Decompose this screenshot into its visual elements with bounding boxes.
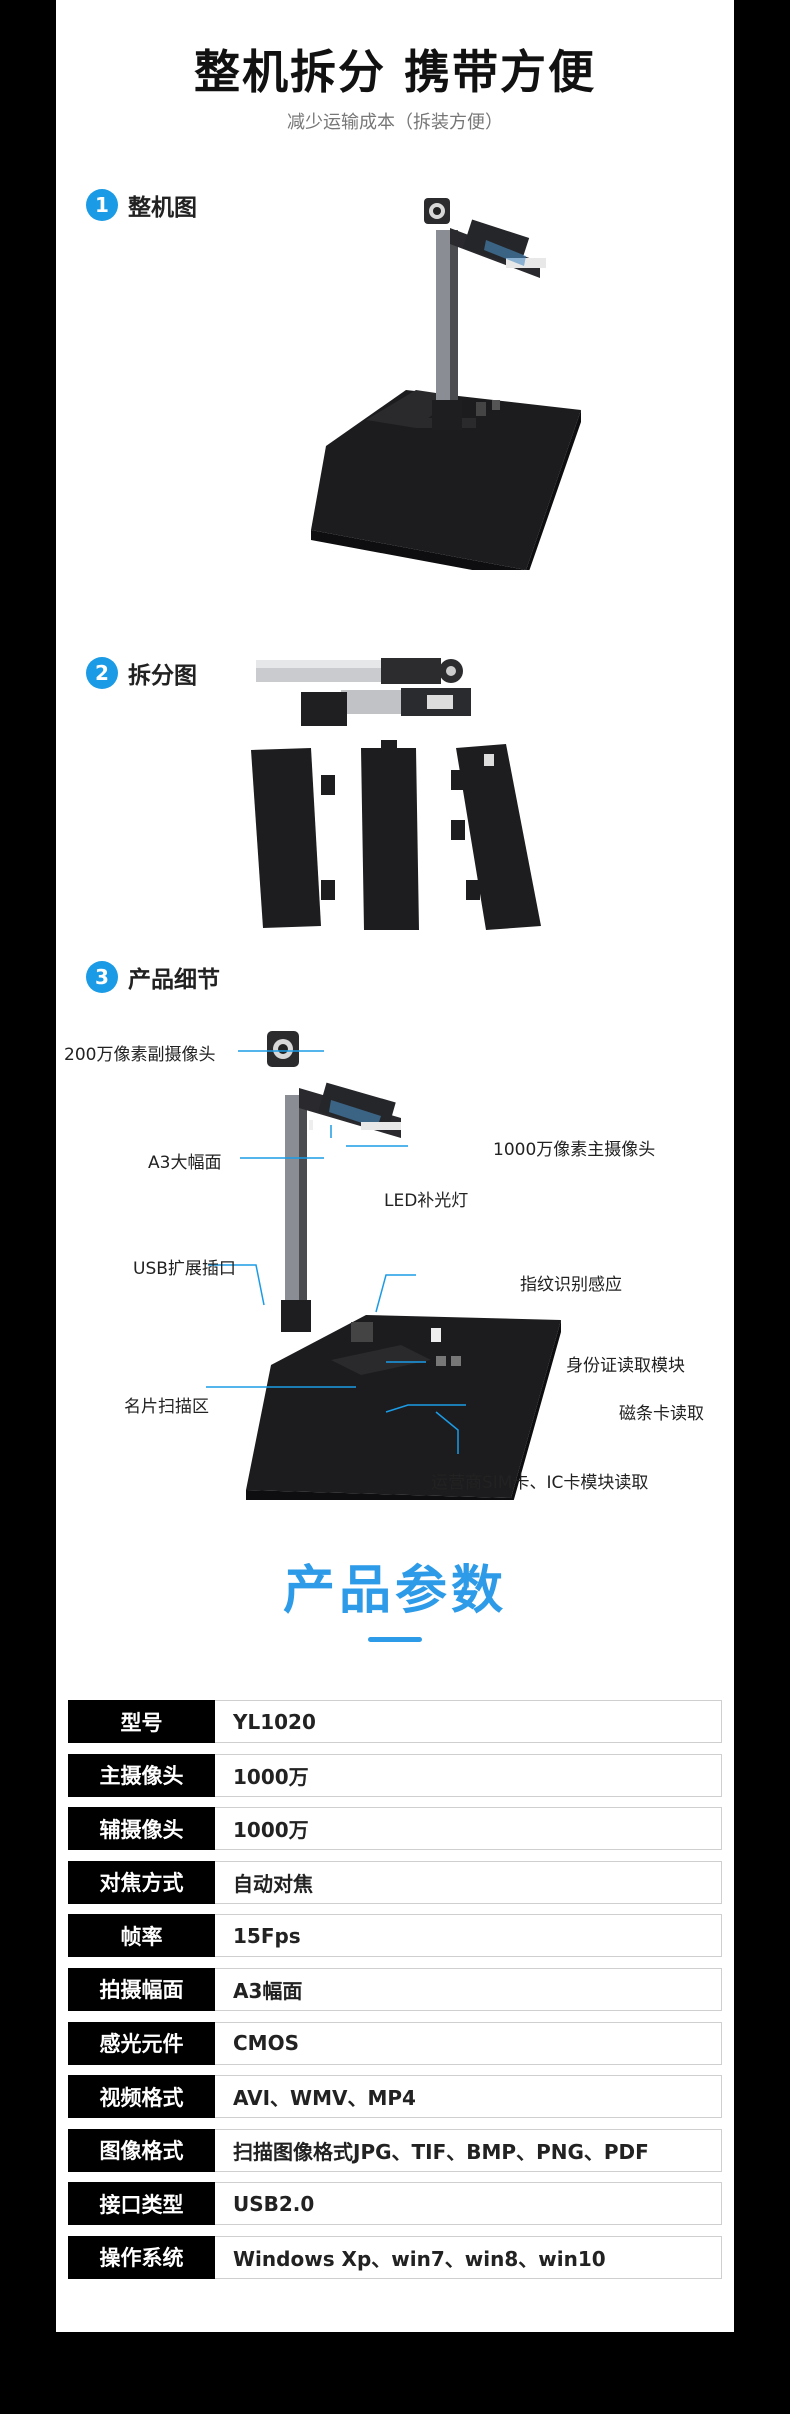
section-3-heading: 3 产品细节 (86, 960, 220, 994)
annotation-usb: USB扩展插口 (133, 1259, 236, 1279)
section-2-heading: 2 拆分图 (86, 656, 197, 690)
section-1-heading: 1 整机图 (86, 188, 197, 222)
annotation-sim: 运营商SIM卡、IC卡模块读取 (431, 1473, 649, 1493)
section-label: 拆分图 (128, 663, 197, 689)
annotation-lines (206, 1050, 466, 1454)
param-value: YL1020 (215, 1700, 722, 1743)
annotation-mag-stripe: 磁条卡读取 (619, 1404, 704, 1424)
section-number: 3 (86, 961, 118, 993)
annotation-id-card: 身份证读取模块 (566, 1356, 685, 1376)
table-row: 图像格式扫描图像格式JPG、TIF、BMP、PNG、PDF (68, 2128, 722, 2172)
param-key: 辅摄像头 (68, 1807, 215, 1851)
param-value: CMOS (215, 2021, 722, 2065)
disassembled-scanner-image (251, 658, 541, 930)
param-key: 图像格式 (68, 2128, 215, 2172)
detail-scanner-image (246, 1031, 561, 1500)
param-value: 自动对焦 (215, 1860, 722, 1904)
param-value: AVI、WMV、MP4 (215, 2075, 722, 2119)
section-number: 1 (86, 189, 118, 221)
param-key: 拍摄幅面 (68, 1967, 215, 2011)
param-value: 1000万 (215, 1807, 722, 1851)
param-key: 型号 (68, 1700, 215, 1743)
annotation-fingerprint: 指纹识别感应 (520, 1275, 622, 1295)
product-page: 整机拆分 携带方便 减少运输成本（拆装方便） 1 整机图 2 拆分图 (56, 0, 734, 2332)
param-key: 视频格式 (68, 2075, 215, 2119)
annotation-sub-camera: 200万像素副摄像头 (64, 1045, 216, 1065)
param-key: 操作系统 (68, 2235, 215, 2279)
section-label: 整机图 (128, 195, 197, 221)
param-key: 主摄像头 (68, 1753, 215, 1797)
annotation-led: LED补光灯 (384, 1191, 469, 1211)
params-title-underline (368, 1637, 422, 1642)
param-value: A3幅面 (215, 1967, 722, 2011)
annotation-main-camera: 1000万像素主摄像头 (493, 1140, 656, 1160)
annotation-a3: A3大幅面 (148, 1153, 222, 1173)
param-key: 对焦方式 (68, 1860, 215, 1904)
params-title: 产品参数 (282, 1561, 507, 1621)
param-value: USB2.0 (215, 2182, 722, 2226)
page-title: 整机拆分 携带方便 (193, 45, 596, 99)
section-label: 产品细节 (128, 967, 220, 993)
param-key: 感光元件 (68, 2021, 215, 2065)
table-row: 对焦方式自动对焦 (68, 1860, 722, 1904)
assembled-scanner-image (311, 198, 581, 570)
param-value: 1000万 (215, 1753, 722, 1797)
param-key: 接口类型 (68, 2182, 215, 2226)
section-number: 2 (86, 657, 118, 689)
param-key: 帧率 (68, 1914, 215, 1958)
page-subtitle: 减少运输成本（拆装方便） (287, 112, 503, 133)
annotation-card-scan: 名片扫描区 (124, 1397, 209, 1417)
param-value: 扫描图像格式JPG、TIF、BMP、PNG、PDF (215, 2128, 722, 2172)
param-value: Windows Xp、win7、win8、win10 (215, 2235, 722, 2279)
param-value: 15Fps (215, 1914, 722, 1958)
